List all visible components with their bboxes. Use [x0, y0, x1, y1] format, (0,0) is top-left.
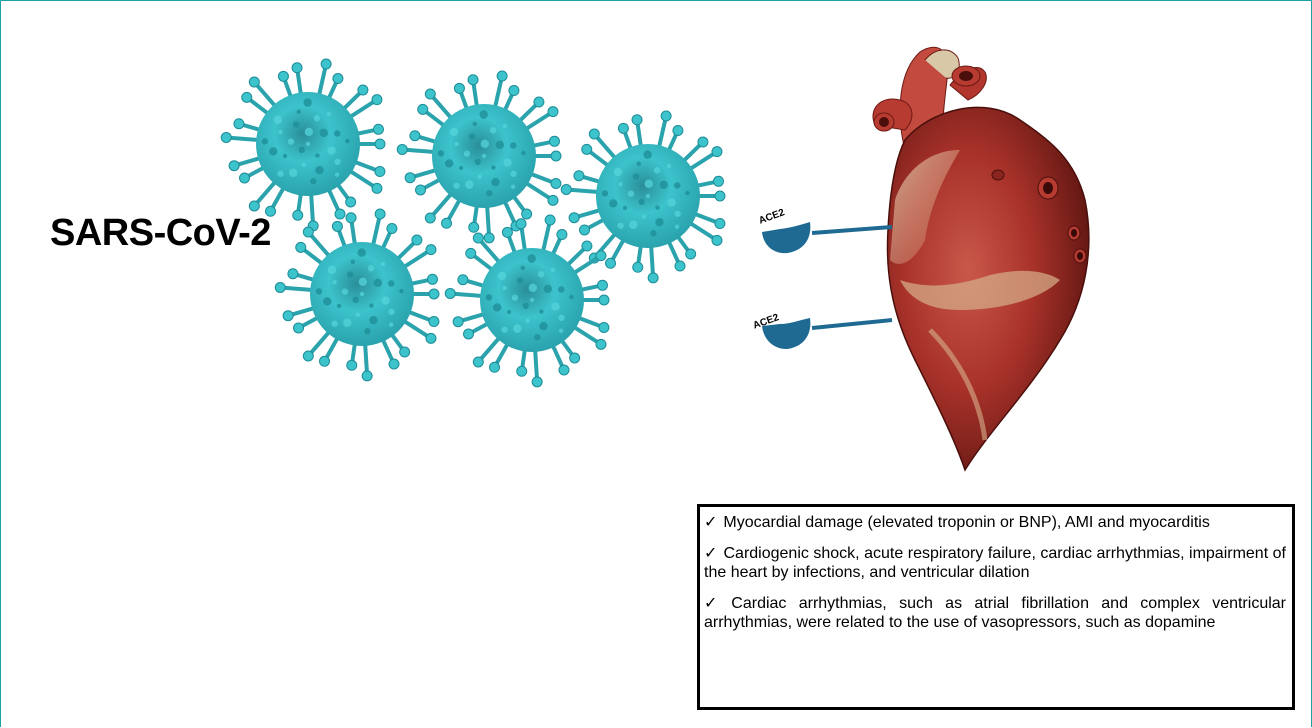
- virus-particle: [561, 111, 725, 283]
- virus-particle: [445, 215, 609, 387]
- outcome-text: Cardiogenic shock, acute respiratory fai…: [704, 545, 1286, 581]
- virus-particle: [397, 71, 561, 243]
- outcome-item: ✓Cardiogenic shock, acute respiratory fa…: [704, 544, 1286, 582]
- ace2-label: ACE2: [757, 207, 786, 227]
- outcome-item: ✓ Myocardial damage (elevated troponin or…: [704, 513, 1286, 532]
- check-icon: ✓: [704, 595, 725, 612]
- virus-particle: [275, 209, 439, 381]
- check-icon: ✓: [704, 514, 717, 531]
- virus-particle: [221, 59, 385, 231]
- ace2-receptor: ACE2: [757, 207, 892, 253]
- cardiac-outcomes-box: ✓ Myocardial damage (elevated troponin or…: [697, 504, 1295, 710]
- outcome-text: Cardiac arrhythmias, such as atrial fibr…: [704, 595, 1286, 631]
- outcome-item: ✓Cardiac arrhythmias, such as atrial fib…: [704, 594, 1286, 632]
- heart-illustration: [873, 47, 1089, 470]
- ace2-receptor: ACE2: [752, 312, 892, 349]
- outcome-text: Myocardial damage (elevated troponin or …: [723, 514, 1209, 531]
- check-icon: ✓: [704, 545, 717, 562]
